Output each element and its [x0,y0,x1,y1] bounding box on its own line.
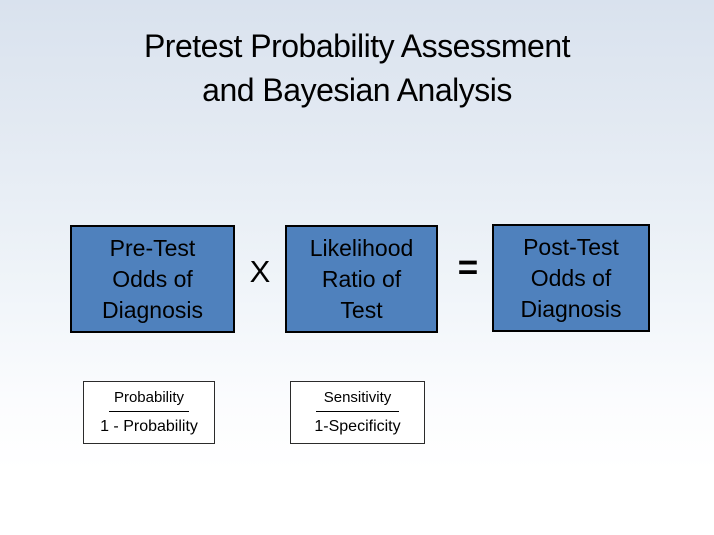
slide-title-line-2: and Bayesian Analysis [202,72,512,108]
slide-title-line-1: Pretest Probability Assessment [143,28,571,64]
likelihood-fraction-numerator: Sensitivity [323,389,392,406]
pretest-odds-fraction: Probability 1 - Probability [83,381,215,444]
fraction-divider-line [108,411,190,412]
equals-sign: = [457,248,479,287]
pretest-odds-box: Pre-Test Odds of Diagnosis [70,225,235,333]
posttest-odds-box: Post-Test Odds of Diagnosis [492,224,650,332]
likelihood-ratio-fraction: Sensitivity 1-Specificity [290,381,425,444]
pretest-fraction-denominator: 1 - Probability [100,418,198,435]
pretest-fraction-numerator: Probability [113,389,185,406]
likelihood-fraction-denominator: 1-Specificity [314,418,401,435]
slide-title: Pretest Probability Assessment and Bayes… [0,24,714,112]
likelihood-ratio-box: Likelihood Ratio of Test [285,225,438,333]
multiplication-sign: X [249,254,271,289]
fraction-divider-line [316,411,399,412]
